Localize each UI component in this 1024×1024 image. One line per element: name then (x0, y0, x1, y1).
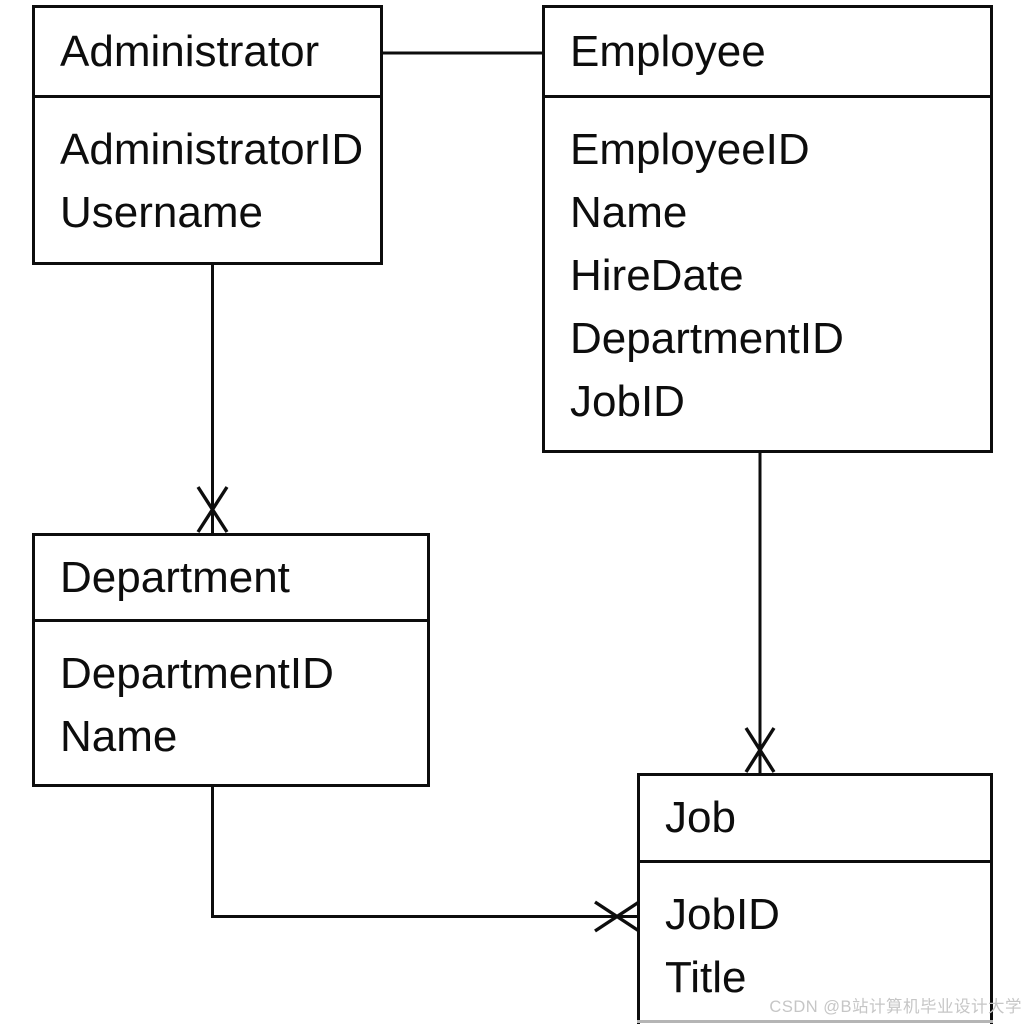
attribute: EmployeeID (570, 125, 810, 174)
entity-department: Department DepartmentID Name (32, 533, 430, 787)
entity-department-header: Department (35, 536, 427, 622)
entity-title: Job (665, 793, 736, 842)
entity-job-attributes: JobID Title (640, 863, 990, 1009)
attribute: JobID (570, 377, 685, 426)
entity-title: Employee (570, 26, 766, 76)
entity-employee-header: Employee (545, 8, 990, 98)
attribute: Username (60, 188, 263, 237)
entity-title: Administrator (60, 26, 320, 76)
attribute: Name (570, 188, 688, 237)
attribute: Title (665, 953, 747, 1002)
watermark-text: CSDN @B站计算机毕业设计大学 (769, 998, 1022, 1016)
many-marker-job-left (594, 900, 640, 933)
attribute: AdministratorID (60, 125, 364, 174)
attribute: DepartmentID (570, 314, 844, 363)
entity-administrator: Administrator AdministratorID Username (32, 5, 383, 265)
entity-employee: Employee EmployeeID Name HireDate Depart… (542, 5, 993, 453)
entity-administrator-header: Administrator (35, 8, 380, 98)
entity-job-header: Job (640, 776, 990, 863)
connector-department-job (211, 785, 640, 933)
attribute: HireDate (570, 251, 744, 300)
entity-employee-attributes: EmployeeID Name HireDate DepartmentID Jo… (545, 98, 990, 433)
entity-administrator-attributes: AdministratorID Username (35, 98, 380, 244)
entity-job: Job JobID Title (637, 773, 993, 1024)
connector-administrator-department (196, 263, 229, 535)
attribute: JobID (665, 890, 780, 939)
job-box-faint-bottom-edge (637, 1020, 993, 1023)
connector-employee-job (744, 451, 776, 775)
many-marker-department (196, 486, 229, 533)
entity-title: Department (60, 552, 290, 602)
attribute: Name (60, 712, 178, 761)
many-marker-job-top (744, 727, 776, 773)
entity-department-attributes: DepartmentID Name (35, 622, 427, 768)
attribute: DepartmentID (60, 649, 334, 698)
